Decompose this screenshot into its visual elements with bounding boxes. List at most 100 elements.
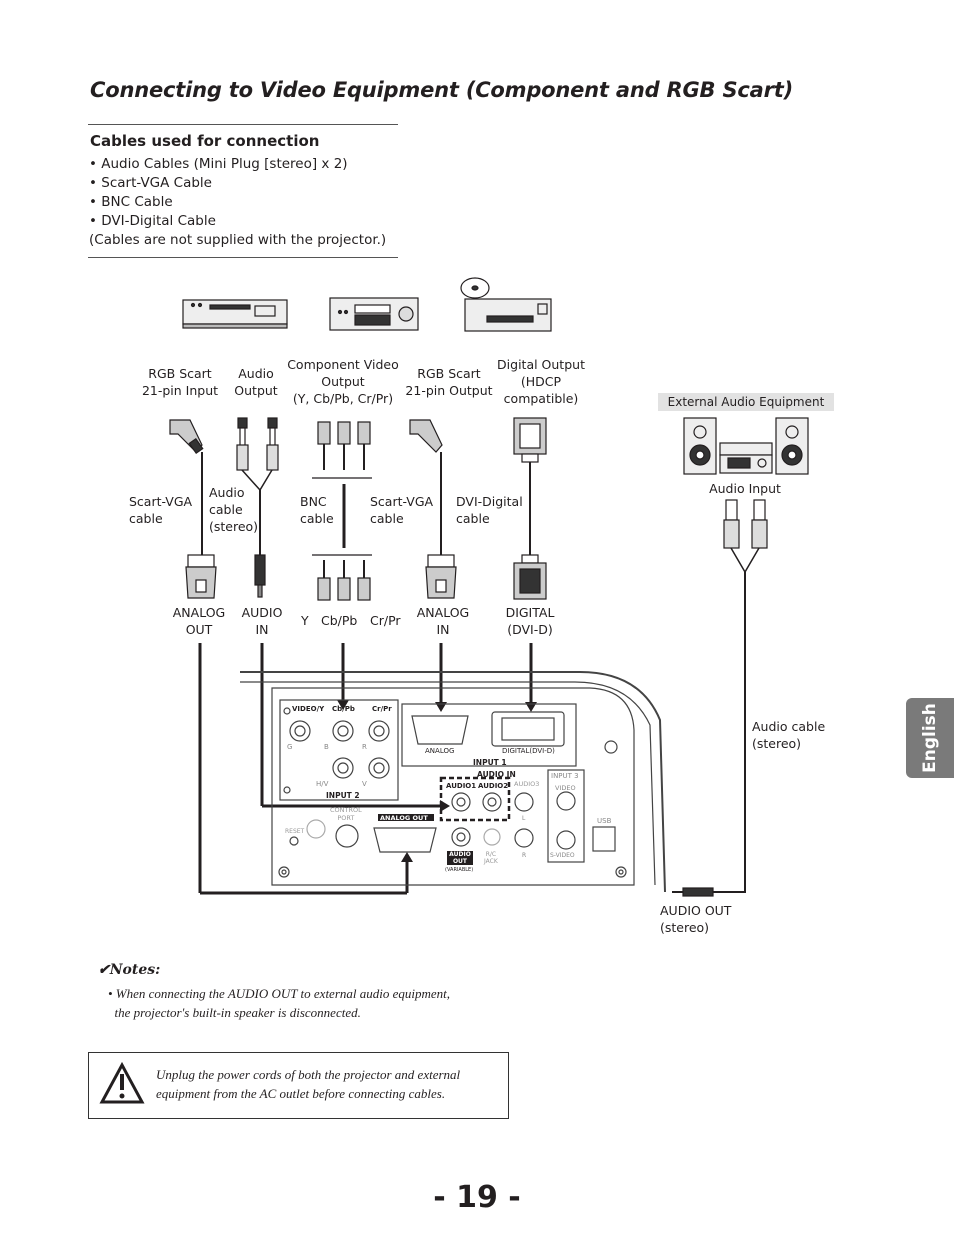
label-line: 21-pin Input [141, 383, 219, 398]
panel-hv: H/V [316, 780, 329, 788]
panel-reset: RESET [285, 828, 305, 835]
panel-audio-out: AUDIO OUT [448, 851, 472, 865]
panel-input3: INPUT 3 [551, 772, 579, 780]
panel-l: L [522, 815, 526, 822]
label-line: ANALOG [416, 605, 470, 620]
mini-plug-right-icon [672, 887, 714, 897]
vcr-device-icon [182, 299, 288, 329]
label-line: Output [321, 374, 365, 389]
panel-cr-pr: Cr/Pr [372, 705, 392, 713]
audio-input-label: Audio Input [709, 481, 781, 496]
warning-line: Unplug the power cords of both the proje… [156, 1067, 461, 1082]
label-line: Audio [238, 366, 274, 381]
cable-item: • BNC Cable [89, 194, 173, 210]
panel-digital: DIGITAL(DVI-D) [502, 747, 555, 755]
panel-v: V [362, 780, 367, 788]
rca-plugs-right-icon [723, 499, 768, 549]
panel-cb-pb: Cb/Pb [332, 705, 355, 713]
language-tab: English [906, 698, 954, 778]
label-line: AUDIO [449, 851, 471, 858]
panel-b: B [324, 743, 329, 751]
label-line: OUT [452, 858, 468, 865]
panel-rc-jack: R/C JACK [484, 851, 498, 865]
label-line: cable [370, 511, 404, 526]
component-output-label: Component Video Output (Y, Cb/Pb, Cr/Pr) [285, 356, 401, 407]
audio-cable-label: Audio cable (stereo) [209, 484, 258, 535]
cable-item: • DVI-Digital Cable [89, 213, 216, 229]
audio-output-label: Audio Output [228, 365, 284, 399]
receiver-device-icon [329, 297, 419, 331]
projector-panel [240, 671, 666, 893]
audio-cable-right-label: Audio cable (stereo) [752, 718, 825, 752]
label-line: compatible) [503, 391, 579, 406]
panel-audio1: AUDIO1 [446, 782, 477, 790]
panel-video-y: VIDEO/Y [292, 705, 325, 713]
panel-input2: INPUT 2 [326, 791, 360, 800]
vga-plug-icon [185, 554, 217, 599]
bnc-cable-label: BNC cable [300, 493, 334, 527]
label-line: cable [300, 511, 334, 526]
cable-item: • Scart-VGA Cable [89, 175, 212, 191]
label-line: AUDIO [241, 605, 283, 620]
label-line: AUDIO OUT [660, 903, 732, 918]
label-line: (stereo) [660, 920, 710, 935]
dvd-player-icon [460, 277, 552, 332]
label-line: Component Video [287, 357, 399, 372]
panel-g: G [287, 743, 293, 751]
label-line: cable [209, 502, 243, 517]
mini-plug-icon [254, 554, 266, 598]
panel-input1: INPUT 1 [473, 758, 507, 767]
panel-audio3: AUDIO3 [514, 780, 540, 788]
audio-out-label: AUDIO OUT (stereo) [660, 902, 731, 936]
label-line: PORT [337, 814, 355, 822]
page-title: Connecting to Video Equipment (Component… [90, 78, 794, 102]
scart-vga-cable-2-label: Scart-VGA cable [370, 493, 433, 527]
page-number: - 19 - [433, 1180, 521, 1215]
digital-label: DIGITAL (DVI-D) [496, 604, 564, 638]
cables-box: Cables used for connection • Audio Cable… [88, 124, 398, 258]
rca-plugs-icon [236, 417, 279, 471]
label-line: BNC [300, 494, 327, 509]
label-line: CONTROL [330, 806, 362, 814]
label-line: RGB Scart [148, 366, 212, 381]
y-label: Y [301, 613, 309, 628]
cbpb-label: Cb/Pb [321, 613, 358, 628]
label-line: Scart-VGA [370, 494, 434, 509]
label-line: cable [456, 511, 490, 526]
label-line: RGB Scart [417, 366, 481, 381]
label-line: 21-pin Output [405, 383, 493, 398]
notes-body: • When connecting the AUDIO OUT to exter… [108, 984, 508, 1022]
cable-item: • Audio Cables (Mini Plug [stereo] x 2) [89, 156, 348, 172]
language-tab-label: English [920, 703, 940, 773]
panel-audio-in: AUDIO IN [477, 770, 516, 779]
vga-plug-2-icon [425, 554, 457, 599]
scart-connector-icon [169, 419, 204, 455]
dvi-plug-top-icon [513, 417, 547, 463]
rgb-scart-output-label: RGB Scart 21-pin Output [404, 365, 494, 399]
notes-line: the projector's built-in speaker is disc… [108, 1005, 361, 1020]
label-line: DIGITAL [505, 605, 555, 620]
label-line: Scart-VGA [129, 494, 193, 509]
panel-audio2: AUDIO2 [478, 782, 509, 790]
label-line: (DVI-D) [507, 622, 553, 637]
label-line: IN [436, 622, 450, 637]
bnc-plugs-bottom-icon [317, 560, 371, 601]
label-line: Audio cable [752, 719, 826, 734]
dvi-cable-label: DVI-Digital cable [456, 493, 523, 527]
external-audio-icon [683, 417, 809, 475]
panel-s-video: S-VIDEO [550, 852, 575, 859]
label-line: R/C [485, 851, 497, 858]
digital-output-label: Digital Output (HDCP compatible) [494, 356, 588, 407]
audio-in-label: AUDIO IN [236, 604, 288, 638]
cables-list: • Audio Cables (Mini Plug [stereo] x 2) … [89, 155, 386, 250]
warning-icon [99, 1061, 145, 1104]
dvi-plug-bottom-icon [513, 554, 547, 600]
bnc-plugs-top-icon [317, 421, 371, 470]
label-line: (stereo) [209, 519, 259, 534]
label-line: ANALOG [172, 605, 226, 620]
label-line: Audio [209, 485, 245, 500]
warning-box: Unplug the power cords of both the proje… [88, 1052, 509, 1119]
panel-usb: USB [597, 817, 612, 825]
panel-analog-out: ANALOG OUT [380, 814, 428, 822]
